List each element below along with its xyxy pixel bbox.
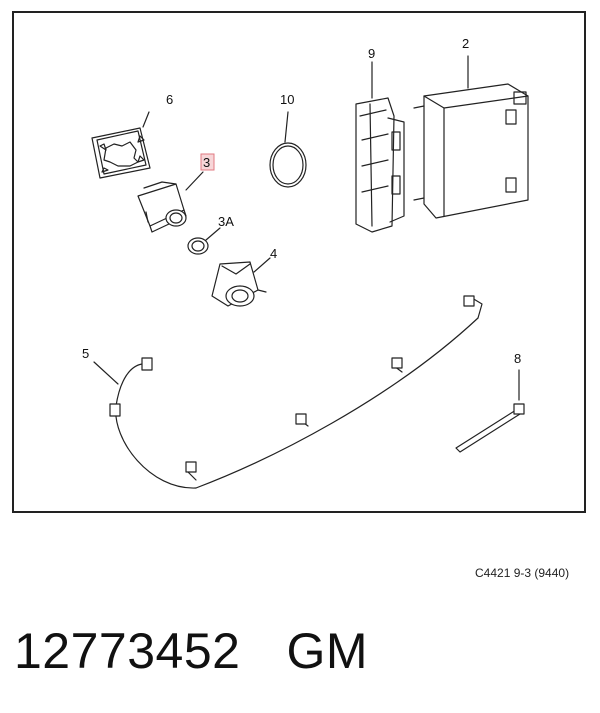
diagram-frame [12, 11, 586, 513]
callout-5: 5 [82, 346, 89, 361]
callout-3-highlight [200, 153, 215, 171]
callout-3a: 3A [218, 214, 234, 229]
callout-2: 2 [462, 36, 469, 51]
part-number-line: 12773452 GM [14, 622, 368, 680]
part-2-control-module [413, 55, 529, 219]
callout-10: 10 [280, 92, 294, 107]
callout-9: 9 [368, 46, 375, 61]
part-10-o-ring [269, 111, 307, 188]
diagram-code: C4421 9-3 (9440) [475, 566, 570, 580]
part-5-wiring-harness [93, 295, 483, 489]
part-3a-ring [187, 227, 221, 255]
part-4-sensor-holder [211, 257, 271, 307]
callout-4: 4 [270, 246, 277, 261]
brand-label: GM [286, 623, 369, 679]
parts-diagram: 2 3 3A 4 5 6 8 9 10 [82, 36, 529, 489]
part-8-cable-tie [455, 369, 525, 453]
part-6-gasket-plate [91, 111, 151, 179]
part-3-parking-sensor [137, 171, 204, 233]
callout-8: 8 [514, 351, 521, 366]
part-9-bracket [355, 61, 405, 233]
part-number: 12773452 [14, 623, 241, 679]
callout-6: 6 [166, 92, 173, 107]
callout-3: 3 [203, 155, 210, 170]
